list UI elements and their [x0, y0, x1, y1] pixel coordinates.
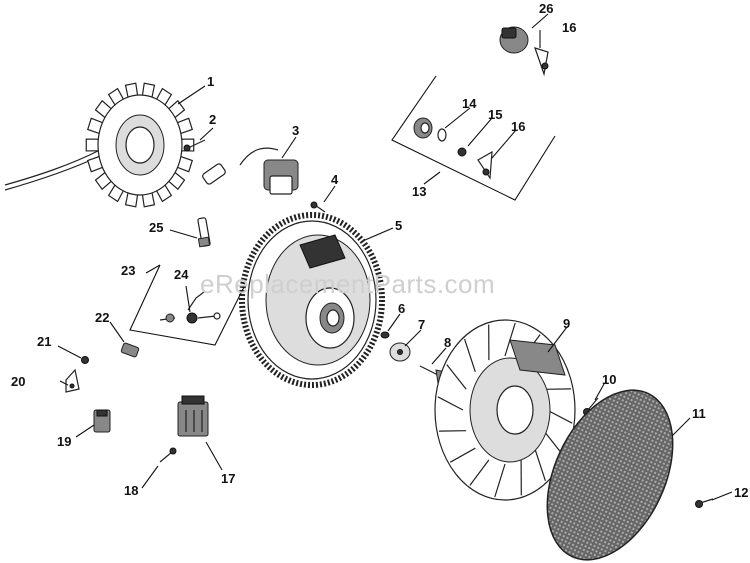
- part-11-screen: [546, 389, 674, 561]
- callout-3: 3: [292, 123, 299, 138]
- fan-blade: [494, 463, 506, 498]
- part-9-fan: [434, 319, 576, 501]
- part-25-spark-plug: [197, 217, 211, 248]
- part-12-screw: [695, 498, 714, 508]
- callout-16-top: 16: [562, 20, 576, 35]
- callout-20: 20: [11, 374, 25, 389]
- callout-15: 15: [488, 107, 502, 122]
- part-5-flywheel: [239, 212, 385, 388]
- part-1-stator: [4, 82, 195, 208]
- callout-8: 8: [444, 335, 451, 350]
- part-14-nut: [413, 117, 433, 139]
- part-4-screw: [310, 201, 326, 213]
- callout-22: 22: [95, 310, 109, 325]
- callout-21: 21: [37, 334, 51, 349]
- fan-blade: [450, 447, 476, 463]
- callout-5: 5: [395, 218, 402, 233]
- watermark: eReplacementParts.com: [200, 269, 495, 299]
- callout-2: 2: [209, 112, 216, 127]
- part-6-key: [380, 331, 390, 339]
- fan-blade: [546, 409, 573, 424]
- callout-14: 14: [462, 96, 477, 111]
- callout-10: 10: [602, 372, 616, 387]
- part-18-screw: [159, 447, 177, 463]
- part-14-washer: [437, 128, 447, 142]
- callout-12: 12: [734, 485, 748, 500]
- callout-13: 13: [412, 184, 426, 199]
- part-19-terminal: [93, 409, 111, 433]
- callout-6: 6: [398, 301, 405, 316]
- fan-blade: [464, 339, 476, 372]
- fan-blade: [446, 364, 467, 390]
- callout-18: 18: [124, 483, 138, 498]
- part-2-screw: [183, 139, 206, 152]
- part-13-kit-box: [391, 75, 556, 201]
- fan-blade: [534, 448, 546, 481]
- part-23-bracket-kit: [129, 264, 246, 346]
- callout-7: 7: [418, 317, 425, 332]
- fan-blade: [504, 322, 516, 357]
- part-26-rectifier: [499, 26, 529, 54]
- part-20-clip: [65, 368, 80, 393]
- callout-16: 16: [511, 119, 525, 134]
- callout-23: 23: [121, 263, 135, 278]
- part-24-spring: [159, 291, 221, 324]
- part-16-clip: [477, 150, 493, 180]
- fan-blade: [437, 396, 464, 411]
- callout-9: 9: [563, 316, 570, 331]
- callout-17: 17: [221, 471, 235, 486]
- part-17-regulator: [177, 395, 209, 437]
- part-22-connector: [120, 342, 140, 358]
- callout-26: 26: [539, 1, 553, 16]
- part-15-washer: [457, 147, 467, 157]
- callout-4: 4: [331, 172, 339, 187]
- part-7-washer: [389, 342, 411, 362]
- part-16-clip-top: [534, 47, 549, 77]
- leader-lines: [57, 13, 733, 501]
- callout-11: 11: [692, 406, 706, 421]
- callout-25: 25: [149, 220, 163, 235]
- part-21-nut: [81, 356, 89, 364]
- fan-blade: [469, 459, 490, 486]
- part-3-ignition-module: [202, 147, 299, 195]
- callout-24: 24: [174, 267, 189, 282]
- callout-19: 19: [57, 434, 71, 449]
- callout-labels: 1 2 3 4 5 6 7 8 9 10 11 12 13 14 15 16 1…: [11, 1, 748, 500]
- callout-1: 1: [207, 74, 214, 89]
